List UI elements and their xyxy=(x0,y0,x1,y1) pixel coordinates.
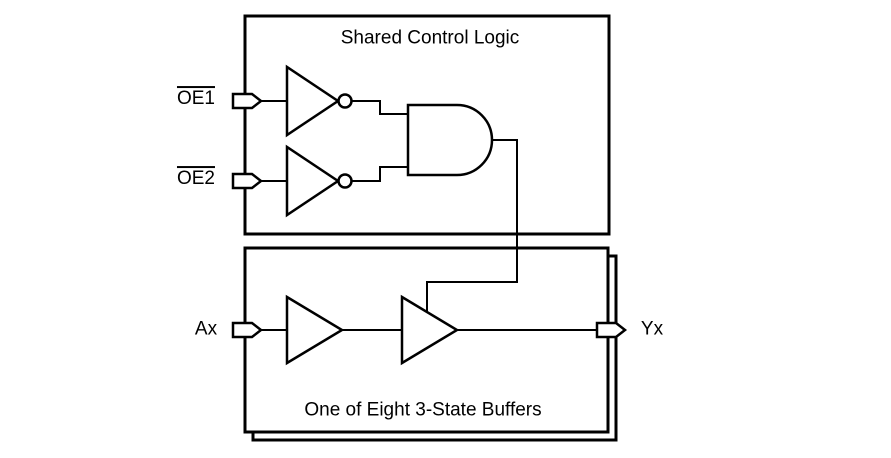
inverter-1-bubble-icon xyxy=(337,93,353,109)
oe1-label: OE1 xyxy=(176,86,216,110)
ax-label: Ax xyxy=(194,318,218,340)
oe1-label-text: OE1 xyxy=(176,86,216,110)
oe1-pin-icon xyxy=(231,92,264,110)
inverter-1-gate-icon xyxy=(285,64,341,138)
input-buffer-gate-icon xyxy=(285,294,345,366)
oe2-pin-icon xyxy=(231,172,264,190)
ax-pin-icon xyxy=(231,321,264,339)
inverter2-to-and-wire xyxy=(352,166,408,182)
oe2-label-text: OE2 xyxy=(176,166,216,190)
yx-label: Yx xyxy=(640,318,664,340)
control-block-title: Shared Control Logic xyxy=(340,27,520,49)
yx-pin-icon xyxy=(595,321,628,339)
three-state-buffer-gate-icon xyxy=(400,294,460,366)
inverter1-to-and-wire xyxy=(352,100,408,115)
and-gate-icon xyxy=(406,103,494,177)
and-output-enable-wire xyxy=(426,139,518,313)
inverter-2-bubble-icon xyxy=(337,173,353,189)
inverter-2-gate-icon xyxy=(285,144,341,218)
buffers-block-title: One of Eight 3-State Buffers xyxy=(304,399,542,421)
oe2-label: OE2 xyxy=(176,166,216,190)
